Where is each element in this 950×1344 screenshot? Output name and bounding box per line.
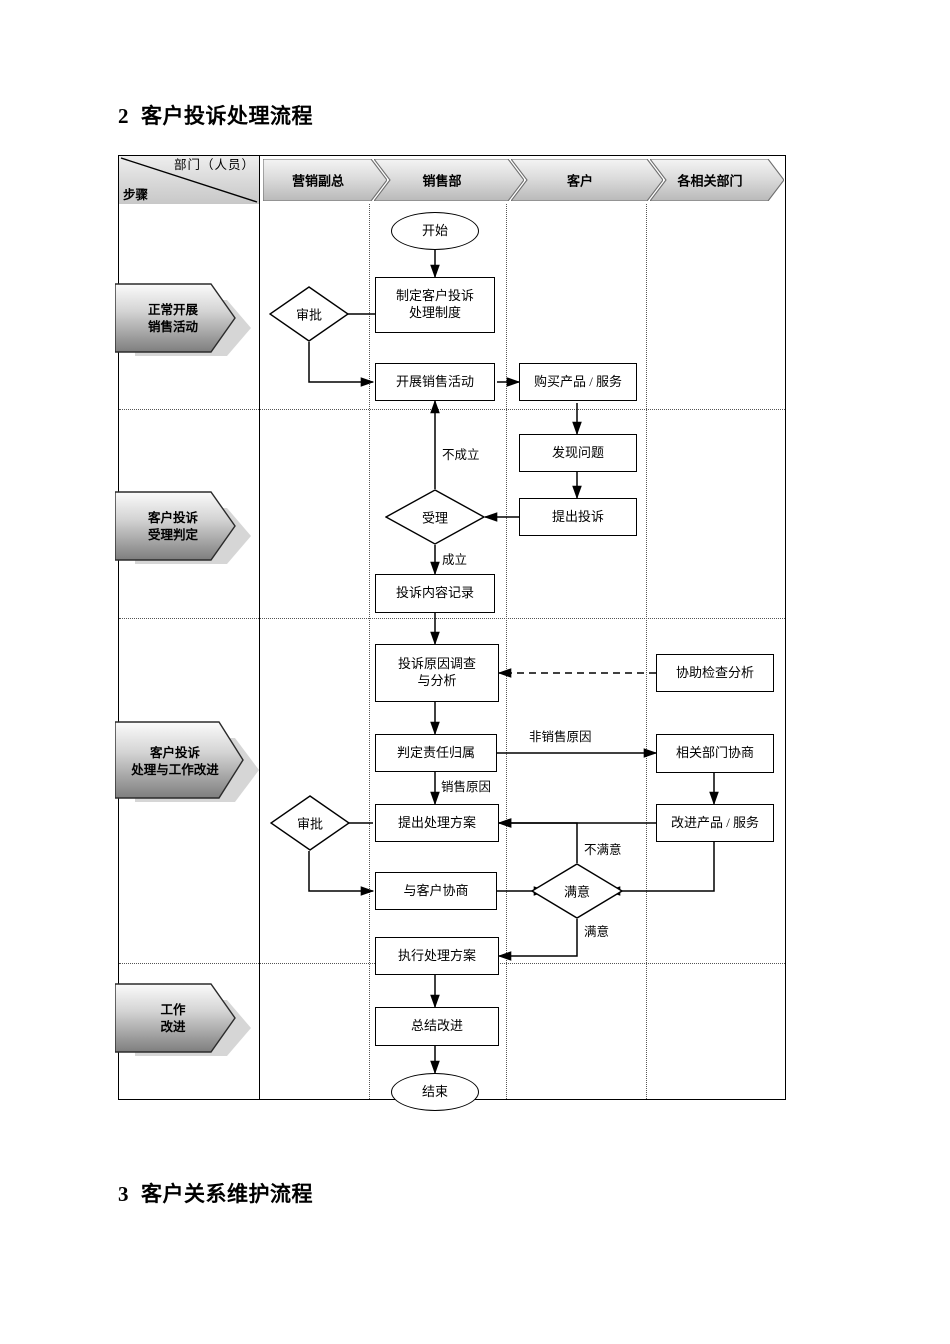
node-accept[interactable]: 受理 [385,489,485,545]
lane-chevron-1: 销售部 [374,159,524,201]
node-accept-label: 受理 [421,510,448,526]
node-raise-complaint[interactable]: 提出投诉 [519,498,637,536]
node-approve-1-label: 审批 [295,307,322,323]
lane-divider-3 [646,204,647,1099]
section-heading-2: 2 客户投诉处理流程 [118,100,313,130]
lane-header-row: 部门（人员） 步骤 营销副总 [119,156,785,204]
phase-divider-1 [119,409,785,410]
stage-arrow-0: 正常开展 销售活动 [115,278,257,360]
edge-label-established: 成立 [442,553,468,567]
edge-label-dissatisfied: 不满意 [584,843,622,857]
stage-arrow-3: 工作 改进 [115,978,257,1060]
section-title: 客户投诉处理流程 [141,104,313,128]
lane-chevron-0: 营销副总 [263,159,387,201]
lane-divider-2 [506,204,507,1099]
stage-arrow-2: 客户投诉 处理与工作改进 [115,716,265,808]
section-title-3: 客户关系维护流程 [141,1182,313,1206]
node-do-sales[interactable]: 开展销售活动 [375,363,495,401]
node-investigate[interactable]: 投诉原因调查 与分析 [375,644,499,702]
stage-label-2: 客户投诉 处理与工作改进 [131,746,219,777]
node-approve-1[interactable]: 审批 [269,286,349,342]
edge-label-satisfied: 满意 [584,925,610,939]
flow-connectors [308,250,719,1075]
lane-label-3: 各相关部门 [677,173,743,189]
node-summary[interactable]: 总结改进 [375,1007,499,1046]
node-dept-consult[interactable]: 相关部门协商 [656,734,774,773]
phase-divider-2 [119,618,785,619]
node-start[interactable]: 开始 [391,212,479,250]
node-satisfied-label: 满意 [563,884,590,900]
lane-divider-0 [259,156,260,1099]
node-execute-plan[interactable]: 执行处理方案 [375,937,499,975]
stage-arrow-1: 客户投诉 受理判定 [115,486,257,568]
lane-chevron-2: 客户 [511,159,663,201]
stage-label-1: 客户投诉 受理判定 [147,511,198,542]
edge-label-sales-reason: 销售原因 [441,780,492,794]
node-judge-duty[interactable]: 判定责任归属 [375,734,497,772]
corner-header-step-label: 步骤 [123,188,149,202]
lane-label-1: 销售部 [422,173,462,189]
edge-label-non-sales-reason: 非销售原因 [529,730,592,744]
node-find-problem[interactable]: 发现问题 [519,434,637,472]
corner-diagonal-icon [120,157,258,203]
section-heading-3: 3 客户关系维护流程 [118,1178,313,1208]
flowchart-container: 部门（人员） 步骤 营销副总 [115,155,786,1111]
lane-chevron-3: 各相关部门 [650,159,784,201]
node-record-complaint[interactable]: 投诉内容记录 [375,574,495,613]
node-satisfied[interactable]: 满意 [531,863,623,919]
stage-label-0: 正常开展 销售活动 [147,303,198,334]
section-number: 2 [118,104,129,128]
node-approve-2-label: 审批 [296,816,323,832]
node-negotiate[interactable]: 与客户协商 [375,872,497,910]
node-approve-2[interactable]: 审批 [270,795,350,851]
node-end[interactable]: 结束 [391,1073,479,1111]
lane-divider-1 [369,204,370,1099]
stage-label-3: 工作 改进 [160,1003,186,1034]
corner-header-dept-label: 部门（人员） [173,158,255,172]
node-propose-plan[interactable]: 提出处理方案 [375,804,499,842]
lane-label-0: 营销副总 [291,173,344,189]
node-buy-product[interactable]: 购买产品 / 服务 [519,363,637,401]
edge-label-not-established: 不成立 [442,448,480,462]
node-assist-check[interactable]: 协助检查分析 [656,654,774,692]
section-number-3: 3 [118,1182,129,1206]
lane-label-2: 客户 [566,173,593,189]
node-make-policy[interactable]: 制定客户投诉 处理制度 [375,277,495,333]
corner-header: 部门（人员） 步骤 [119,156,259,204]
node-improve-product[interactable]: 改进产品 / 服务 [656,804,774,842]
